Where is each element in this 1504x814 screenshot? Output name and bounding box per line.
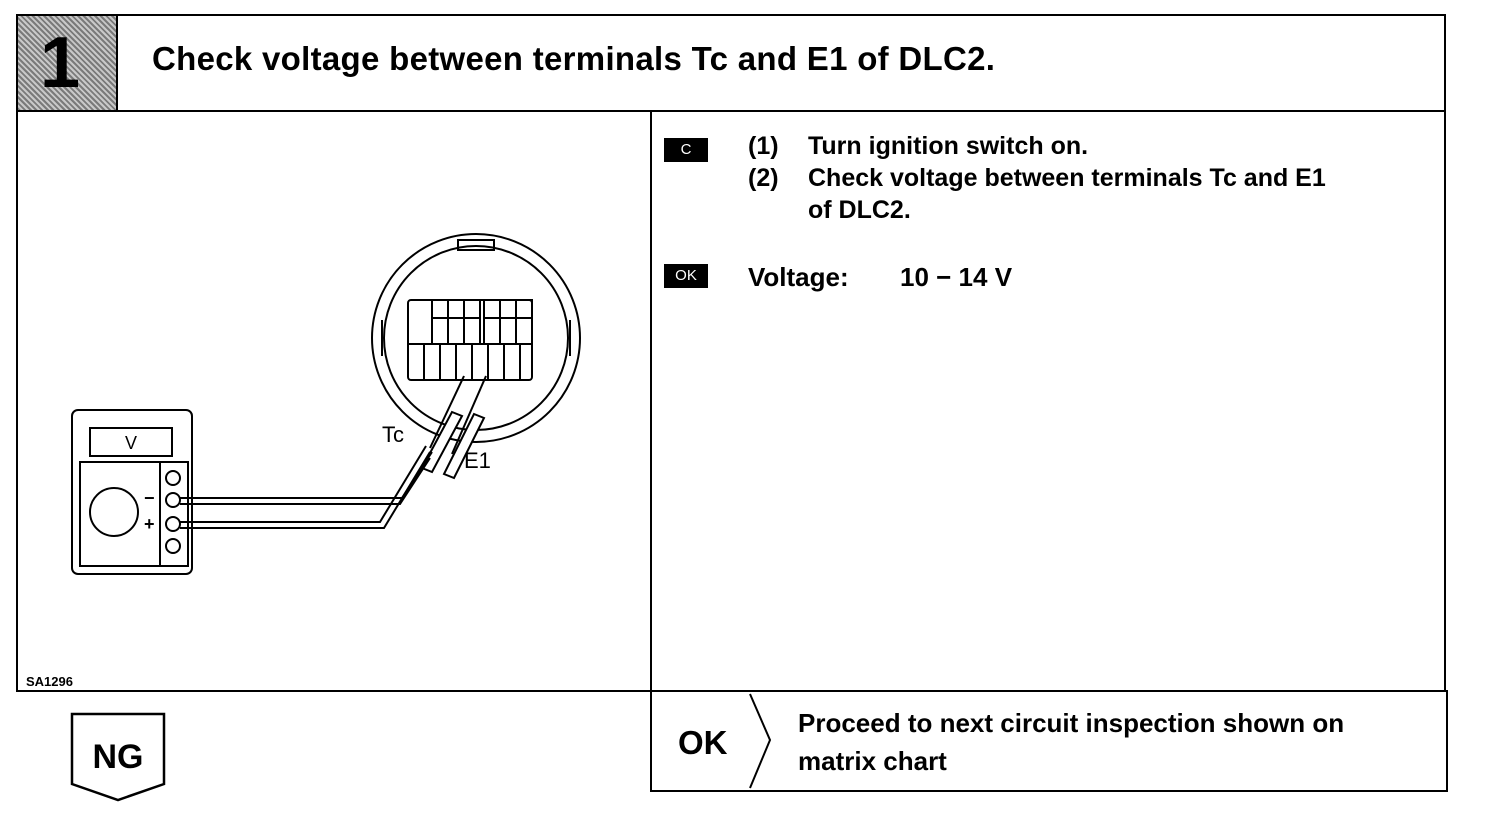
step-number: 1 <box>40 23 81 103</box>
step-number-box: 1 <box>18 16 118 110</box>
ng-label: NG <box>93 738 144 776</box>
step-2-number: (2) <box>748 164 779 192</box>
ng-result-box: NG <box>70 712 168 809</box>
step-title: Check voltage between terminals Tc and E… <box>152 40 996 77</box>
ok-result-box: OK Proceed to next circuit inspection sh… <box>650 690 1448 792</box>
spec-label: Voltage: <box>748 262 849 292</box>
step-1-text: Turn ignition switch on. <box>808 132 1089 160</box>
inspection-frame: 1 Check voltage between terminals Tc and… <box>16 14 1446 692</box>
ok-tag: OK <box>664 264 708 288</box>
step-2-text-line2: of DLC2. <box>808 196 911 224</box>
ok-chevron <box>749 693 772 789</box>
minus-label: − <box>144 488 155 508</box>
ng-pentagon: NG <box>70 712 166 802</box>
step-1-number: (1) <box>748 132 779 160</box>
ok-label: OK <box>678 724 728 761</box>
wiring-diagram: V − + Tc E1 SA1296 <box>18 112 650 692</box>
terminal-e1-label: E1 <box>464 448 491 473</box>
test-leads <box>180 445 433 529</box>
plus-label: + <box>144 514 155 534</box>
voltmeter-connector-illustration: V − + Tc E1 <box>71 233 581 575</box>
step-2-text-line1: Check voltage between terminals Tc and E… <box>808 164 1326 192</box>
figure-code: SA1296 <box>26 674 73 689</box>
test-probes <box>420 375 487 480</box>
ok-instruction-line1: Proceed to next circuit inspection shown… <box>798 708 1345 738</box>
voltmeter <box>71 409 193 575</box>
spec-value: 10 − 14 V <box>900 262 1013 292</box>
ok-instruction: Proceed to next circuit inspection shown… <box>798 704 1438 780</box>
terminal-tc-label: Tc <box>382 422 404 447</box>
step-header: 1 Check voltage between terminals Tc and… <box>18 16 1444 112</box>
dlc2-connector <box>371 233 581 443</box>
column-divider <box>650 110 652 692</box>
ok-instruction-line2: matrix chart <box>798 746 947 776</box>
meter-v-label: V <box>125 433 137 453</box>
condition-tag: C <box>664 138 708 162</box>
